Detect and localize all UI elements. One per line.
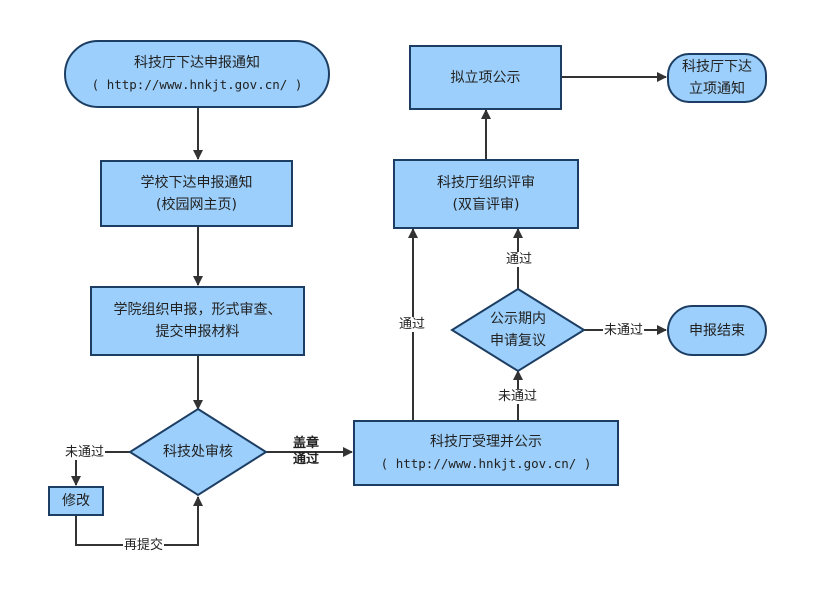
node-school-notice-title: 学校下达申报通知 (140, 174, 253, 191)
node-dept-notice-title: 科技厅下达申报通知 (134, 55, 260, 71)
node-school-notice: 学校下达申报通知 (校园网主页) (100, 160, 293, 227)
node-school-notice-sub: (校园网主页) (156, 196, 237, 213)
node-sci-office-review-text: 科技处审核 (130, 409, 266, 495)
label-stamp-pass: 盖章 通过 (292, 436, 320, 468)
node-final-notice-line1: 科技厅下达 (682, 59, 752, 75)
node-publicize-label: 拟立项公示 (450, 69, 521, 86)
label-stamp-pass-text: 通过 (293, 452, 320, 467)
decision-public-period (450, 287, 586, 373)
node-publicize: 拟立项公示 (409, 45, 562, 110)
decision-sci-office-review (128, 407, 268, 497)
node-modify-label: 修改 (62, 493, 90, 509)
node-dept-accept-url: ( http://www.hnkjt.gov.cn/ ) (380, 456, 592, 471)
label-pass-vertical: 通过 (398, 317, 427, 332)
node-modify: 修改 (48, 486, 104, 516)
node-dept-evaluate-sub: (双盲评审) (452, 197, 520, 213)
label-not-pass-bottom: 未通过 (497, 389, 539, 404)
label-not-pass-left: 未通过 (64, 445, 106, 460)
label-pass-top: 通过 (505, 252, 534, 267)
node-dept-accept-title: 科技厅受理并公示 (430, 434, 542, 450)
node-public-period-line1: 公示期内 (490, 311, 546, 327)
node-dept-notice-url: ( http://www.hnkjt.gov.cn/ ) (91, 77, 303, 92)
node-college-review: 学院组织申报，形式审查、 提交申报材料 (90, 286, 305, 356)
node-end-label: 申报结束 (689, 322, 745, 339)
node-end: 申报结束 (667, 305, 767, 356)
label-resubmit: 再提交 (123, 538, 165, 553)
node-dept-evaluate-title: 科技厅组织评审 (437, 175, 535, 191)
node-final-notice-line2: 立项通知 (689, 81, 745, 97)
node-dept-notice: 科技厅下达申报通知 ( http://www.hnkjt.gov.cn/ ) (64, 40, 330, 108)
label-not-pass-right: 未通过 (603, 323, 645, 338)
node-college-review-line2: 提交申报材料 (155, 324, 240, 340)
node-dept-accept: 科技厅受理并公示 ( http://www.hnkjt.gov.cn/ ) (353, 420, 619, 486)
node-dept-evaluate: 科技厅组织评审 (双盲评审) (393, 159, 579, 229)
node-final-notice: 科技厅下达 立项通知 (667, 53, 767, 103)
node-public-period-line2: 申请复议 (490, 333, 546, 349)
node-public-period-text: 公示期内 申请复议 (452, 289, 584, 371)
node-college-review-line1: 学院组织申报，形式审查、 (113, 302, 282, 318)
node-sci-office-review-label: 科技处审核 (163, 444, 233, 460)
label-stamp: 盖章 (293, 436, 320, 451)
